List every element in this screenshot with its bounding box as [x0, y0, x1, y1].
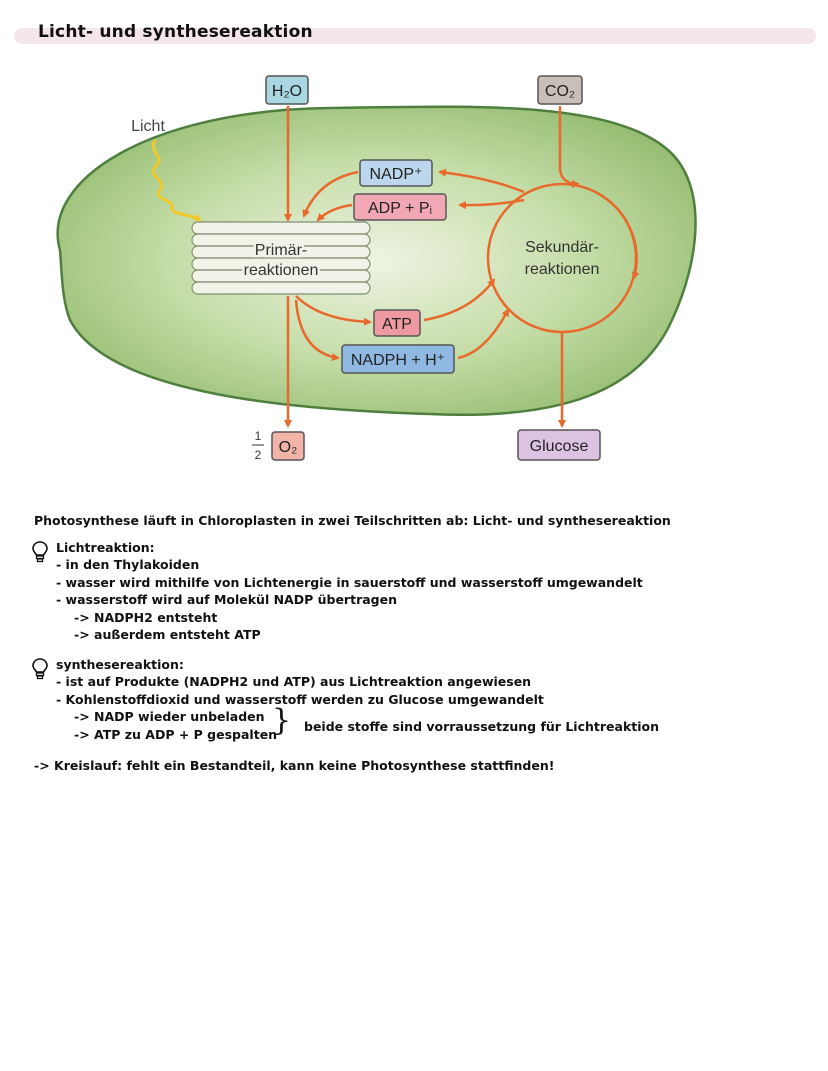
- primary-reactions-label-2: reaktionen: [244, 262, 319, 279]
- conclusion-text: -> Kreislauf: fehlt ein Bestandteil, kan…: [34, 758, 555, 773]
- synthesis-brace-group: -> NADP wieder unbeladen -> ATP zu ADP +…: [34, 703, 671, 743]
- curly-brace-icon: }: [272, 703, 292, 738]
- light-subitem: -> außerdem entsteht ATP: [74, 627, 261, 642]
- secondary-reactions-label-2: reaktionen: [525, 261, 600, 278]
- light-ray-icon: [151, 138, 202, 222]
- svg-text:ADP + Pᵢ: ADP + Pᵢ: [368, 200, 432, 217]
- svg-text:H₂O: H₂O: [272, 83, 302, 100]
- secondary-reactions-label: Sekundär-: [525, 239, 599, 256]
- light-reaction-section: Lichtreaktion: - in den Thylakoiden - wa…: [32, 539, 671, 644]
- title-highlight: [14, 28, 816, 44]
- adp-box: ADP + Pᵢ: [353, 193, 447, 221]
- thylakoid-stack: [191, 221, 371, 295]
- h2o-box: H₂O: [265, 75, 309, 105]
- light-subitem: -> NADPH2 entsteht: [74, 609, 218, 625]
- svg-text:O₂: O₂: [279, 439, 298, 456]
- svg-text:CO₂: CO₂: [545, 83, 575, 100]
- lightbulb-icon: [32, 657, 48, 679]
- light-reaction-heading: Lichtreaktion:: [56, 539, 155, 555]
- svg-text:1: 1: [255, 429, 262, 443]
- light-item: - in den Thylakoiden: [56, 557, 200, 572]
- synthesis-subitem: -> ATP zu ADP + P gespalten: [74, 726, 278, 742]
- photosynthesis-diagram: Primär- reaktionen Sekundär- reaktionen …: [56, 75, 697, 462]
- synthesis-subitem: -> NADP wieder unbeladen: [74, 709, 265, 724]
- page-title: Licht- und synthesereaktion: [38, 22, 313, 42]
- light-label: Licht: [131, 118, 165, 135]
- brace-note: beide stoffe sind vorraussetzung für Lic…: [304, 719, 659, 734]
- chloroplast-body: [56, 105, 697, 416]
- synthesis-item: - Kohlenstoffdioxid und wasserstoff werd…: [56, 691, 544, 707]
- primary-reactions-label: Primär-: [255, 242, 307, 259]
- svg-text:ATP: ATP: [382, 316, 412, 333]
- atp-box: ATP: [373, 309, 421, 337]
- nadp-box: NADP⁺: [359, 159, 433, 187]
- svg-text:Glucose: Glucose: [530, 438, 589, 455]
- intro-text: Photosynthese läuft in Chloroplasten in …: [34, 513, 671, 528]
- svg-text:NADPH + H⁺: NADPH + H⁺: [351, 352, 445, 369]
- o2-box: 1 2 O₂: [252, 429, 305, 462]
- glucose-box: Glucose: [517, 429, 601, 461]
- svg-text:NADP⁺: NADP⁺: [370, 166, 423, 183]
- light-item: - wasserstoff wird auf Molekül NADP über…: [56, 592, 397, 607]
- light-item: - wasser wird mithilfe von Lichtenergie …: [56, 574, 643, 590]
- co2-box: CO₂: [537, 75, 583, 105]
- flow-arrows: [284, 106, 580, 428]
- svg-text:2: 2: [255, 448, 262, 462]
- synthesis-reaction-heading: synthesereaktion:: [56, 656, 184, 672]
- synthesis-item: - ist auf Produkte (NADPH2 und ATP) aus …: [56, 674, 532, 689]
- synthesis-reaction-section: synthesereaktion: - ist auf Produkte (NA…: [32, 656, 671, 744]
- nadph-box: NADPH + H⁺: [341, 344, 455, 374]
- lightbulb-icon: [32, 540, 48, 562]
- notes: Photosynthese läuft in Chloroplasten in …: [32, 512, 671, 775]
